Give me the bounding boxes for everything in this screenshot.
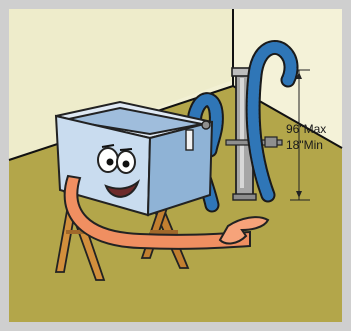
max-height-label: 96"Max bbox=[286, 122, 350, 136]
min-height-label: 18"Min bbox=[286, 138, 350, 152]
